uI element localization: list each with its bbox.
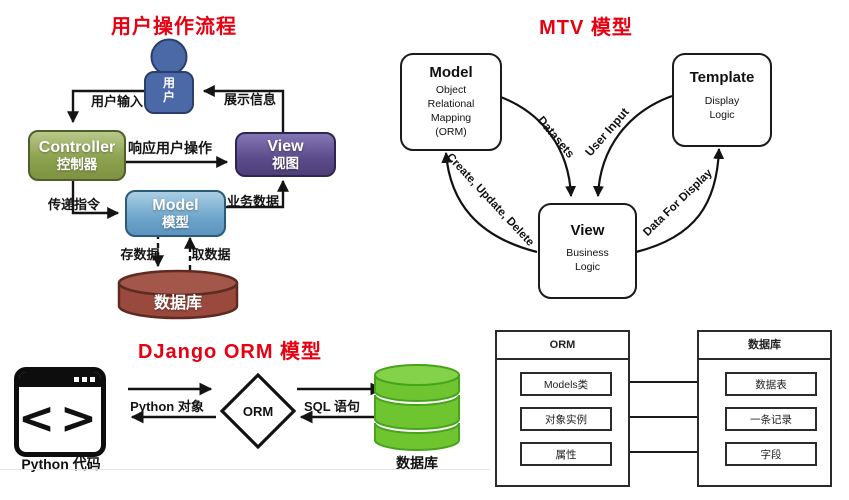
mtv-model-name: Model <box>429 64 473 81</box>
edge-label-python-obj: Python 对象 <box>130 399 204 414</box>
mapping-cell-record: 一条记录 <box>725 407 817 431</box>
orm-diamond <box>219 372 297 450</box>
arrow-crud <box>441 151 538 254</box>
user-icon-label: 用户 <box>163 76 176 104</box>
edge-label-biz-data: 业务数据 <box>226 194 280 209</box>
mapping-cell-instance: 对象实例 <box>520 407 612 431</box>
edge-label-user-input: 用户输入 <box>90 94 144 109</box>
database-cylinder-red <box>117 269 239 320</box>
mtv-model-desc-line: (ORM) <box>435 125 467 138</box>
user-icon <box>144 38 194 114</box>
mapping-cell-field: 字段 <box>725 442 817 466</box>
mtv-template-desc-line: Display <box>704 95 740 107</box>
edge-label-show-info: 展示信息 <box>223 92 277 107</box>
python-code-label: Python 代码 <box>21 456 101 472</box>
mtv-view-desc-line: Business <box>566 247 609 259</box>
mvc-arrows <box>67 85 289 270</box>
view-node-en: View <box>267 137 304 155</box>
view-node-zh: 视图 <box>272 155 299 171</box>
mapping-db-header: 数据库 <box>699 332 830 360</box>
controller-node-en: Controller <box>38 138 116 156</box>
arrow-model-to-view <box>222 179 289 209</box>
mapping-orm-header: ORM <box>497 332 628 360</box>
mtv-view-name: View <box>570 222 605 239</box>
database-red-label: 数据库 <box>153 295 203 312</box>
titlebar-dot-icon <box>90 377 95 382</box>
arrow-data-for-display <box>635 147 725 254</box>
edge-label-respond: 响应用户操作 <box>128 140 212 156</box>
arrow-user-to-controller <box>67 89 145 124</box>
mtv-model-desc: Object Relational Mapping (ORM) <box>402 84 500 139</box>
mtv-view-desc: Business Logic <box>540 247 635 275</box>
python-code-icon: <> <box>14 367 106 457</box>
section-divider <box>0 469 490 470</box>
database-green-label: 数据库 <box>396 455 438 471</box>
arrow-user-input <box>592 94 673 198</box>
arrow-controller-to-model <box>71 177 120 219</box>
titlebar-dot-icon <box>74 377 79 382</box>
mapping-cell-attr: 属性 <box>520 442 612 466</box>
database-cylinder-green <box>374 364 460 451</box>
mtv-model-desc-line: Object <box>435 84 467 96</box>
orm-diamond-label: ORM <box>242 404 274 419</box>
mtv-model-desc-line: Mapping <box>430 111 472 124</box>
arrow-view-to-user <box>202 85 285 133</box>
edge-label-sql: SQL 语句 <box>303 399 361 414</box>
edge-label-save-data: 存数据 <box>120 247 160 262</box>
mtv-template-name: Template <box>689 69 755 86</box>
mtv-arrows <box>441 94 725 254</box>
model-node-en: Model <box>152 196 199 214</box>
arrow-datasets <box>497 94 577 198</box>
mapping-cell-table: 数据表 <box>725 372 817 396</box>
titlebar-dot-icon <box>82 377 87 382</box>
mtv-section-title: MTV 模型 <box>539 17 633 39</box>
code-window-titlebar <box>19 372 101 387</box>
orm-arrows <box>128 382 385 424</box>
code-brackets-icon: <> <box>18 392 102 444</box>
mvc-section-title: 用户操作流程 <box>111 16 237 38</box>
mtv-model-node: Model Object Relational Mapping (ORM) <box>400 53 502 151</box>
mtv-view-desc-line: Logic <box>574 260 601 273</box>
django-orm-section-title: DJango ORM 模型 <box>137 341 323 363</box>
mtv-template-node: Template Display Logic <box>672 53 772 147</box>
edge-label-send-cmd: 传递指令 <box>47 197 101 212</box>
mtv-view-node: View Business Logic <box>538 203 637 299</box>
controller-node-zh: 控制器 <box>56 156 98 172</box>
view-node: View 视图 <box>235 132 336 177</box>
mapping-cell-models: Models类 <box>520 372 612 396</box>
controller-node: Controller 控制器 <box>28 130 126 181</box>
mtv-template-desc: Display Logic <box>674 95 770 123</box>
mtv-model-desc-line: Relational <box>427 97 475 110</box>
mtv-template-desc-line: Logic <box>709 108 735 121</box>
model-node: Model 模型 <box>125 190 226 237</box>
model-node-zh: 模型 <box>162 214 189 230</box>
edge-label-fetch-data: 取数据 <box>191 247 231 262</box>
